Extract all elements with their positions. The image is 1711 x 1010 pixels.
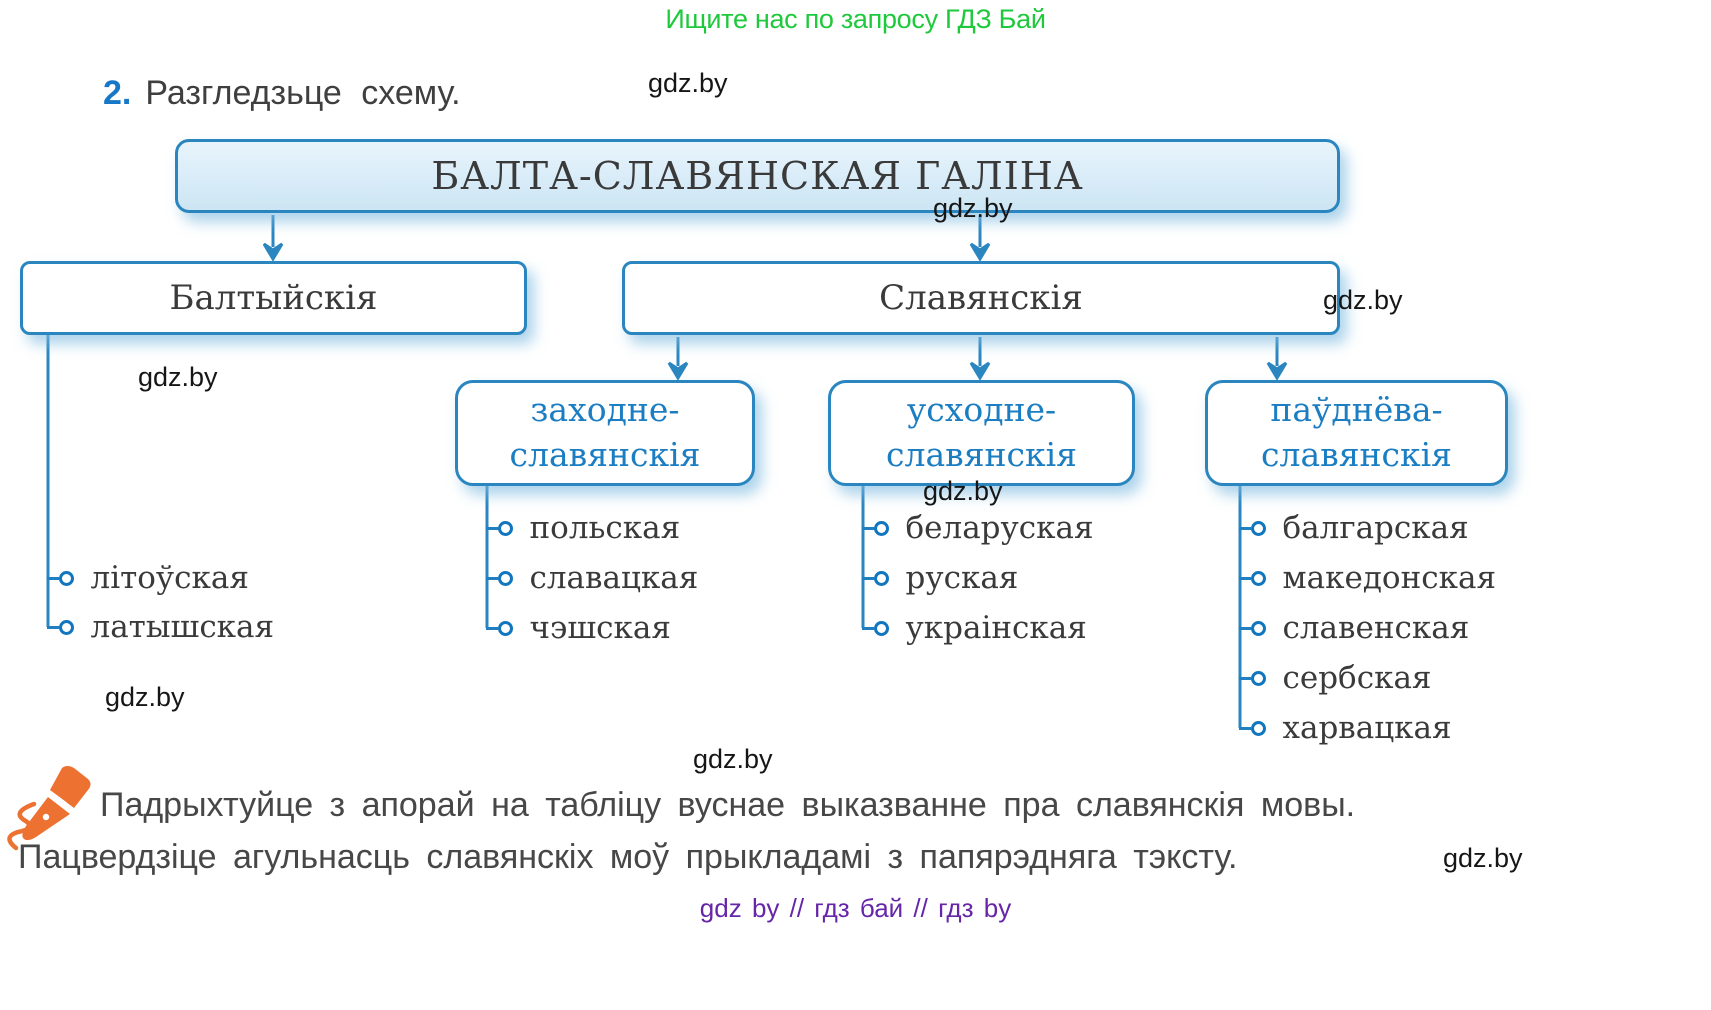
watermark: gdz.by bbox=[1323, 285, 1403, 315]
list-item-language: польская bbox=[485, 510, 681, 546]
group-label-line1: паўднёва- bbox=[1270, 390, 1443, 430]
list-item-language: харвацкая bbox=[1238, 710, 1452, 746]
list-item-language: латышская bbox=[46, 609, 275, 645]
language-label: латышская bbox=[90, 609, 275, 645]
task-number: 2. bbox=[103, 74, 132, 112]
watermark: gdz.by bbox=[648, 68, 728, 98]
list-item-language: беларуская bbox=[861, 510, 1094, 546]
list-item-language: сербская bbox=[1238, 660, 1432, 696]
list-item-language: балгарская bbox=[1238, 510, 1469, 546]
list-item-language: руская bbox=[861, 560, 1019, 596]
connector-tick bbox=[46, 625, 59, 629]
bullet-circle-icon bbox=[873, 620, 889, 636]
bullet-circle-icon bbox=[58, 570, 74, 586]
group-box-east-slavic: усходне- славянскія bbox=[828, 380, 1135, 486]
connector-tick bbox=[861, 526, 874, 530]
list-item-language: славенская bbox=[1238, 610, 1470, 646]
bullet-circle-icon bbox=[1250, 670, 1266, 686]
exercise-line-1: Падрыхтуйце з апорай на табліцу вуснае в… bbox=[100, 786, 1356, 824]
group-label-line2: славянскія bbox=[509, 435, 701, 474]
promo-banner: Ищите нас по запросу ГДЗ Бай bbox=[665, 4, 1046, 34]
list-item-language: македонская bbox=[1238, 560, 1497, 596]
arrow-down-icon bbox=[667, 337, 689, 381]
task-heading: 2. Разгледзьце схему. bbox=[103, 74, 461, 113]
connector-tick bbox=[861, 626, 874, 630]
group-label-line1: заходне- bbox=[530, 390, 680, 430]
bullet-circle-icon bbox=[497, 520, 513, 536]
watermark: gdz.by bbox=[693, 744, 773, 774]
language-label: сербская bbox=[1282, 660, 1432, 696]
connector-tick bbox=[1238, 676, 1251, 680]
connector-tick bbox=[485, 626, 498, 630]
bullet-circle-icon bbox=[1250, 720, 1266, 736]
language-label: македонская bbox=[1282, 560, 1497, 596]
footer-search-terms: gdz by // гдз бай // гдз by bbox=[699, 893, 1012, 923]
bullet-circle-icon bbox=[1250, 570, 1266, 586]
bullet-circle-icon bbox=[58, 619, 74, 635]
arrow-down-icon bbox=[969, 215, 991, 262]
connector-tick bbox=[1238, 626, 1251, 630]
language-label: славенская bbox=[1282, 610, 1470, 646]
language-label: украінская bbox=[905, 610, 1087, 646]
group-box-west-slavic: заходне- славянскія bbox=[455, 380, 755, 486]
list-item-language: украінская bbox=[861, 610, 1087, 646]
watermark: gdz.by bbox=[138, 362, 218, 392]
bullet-circle-icon bbox=[1250, 620, 1266, 636]
group-box-south-slavic: паўднёва- славянскія bbox=[1205, 380, 1508, 486]
group-box-label: усходне- славянскія bbox=[886, 388, 1077, 477]
connector-tick bbox=[485, 576, 498, 580]
language-label: балгарская bbox=[1282, 510, 1469, 546]
branch-box-label: Балтыйскія bbox=[169, 278, 378, 318]
language-label: літоўская bbox=[90, 560, 249, 596]
branch-box-baltic: Балтыйскія bbox=[20, 261, 527, 335]
group-label-line2: славянскія bbox=[886, 435, 1077, 474]
connector-tick bbox=[861, 576, 874, 580]
root-box-label: БАЛТА-СЛАВЯНСКАЯ ГАЛІНА bbox=[431, 154, 1084, 198]
watermark: gdz.by bbox=[923, 476, 1003, 506]
root-box-balto-slavic: БАЛТА-СЛАВЯНСКАЯ ГАЛІНА bbox=[175, 139, 1340, 213]
list-item-language: чэшская bbox=[485, 610, 671, 646]
bullet-circle-icon bbox=[497, 620, 513, 636]
task-text: Разгледзьце схему. bbox=[145, 74, 461, 112]
connector-tick bbox=[1238, 576, 1251, 580]
bullet-circle-icon bbox=[1250, 520, 1266, 536]
arrow-down-icon bbox=[969, 337, 991, 381]
exercise-line-2: Пацвердзіце агульнасць славянскіх моў пр… bbox=[18, 838, 1238, 876]
list-item-language: літоўская bbox=[46, 560, 249, 596]
connector-tick bbox=[46, 576, 59, 580]
watermark: gdz.by bbox=[105, 682, 185, 712]
language-label: беларуская bbox=[905, 510, 1094, 546]
watermark: gdz.by bbox=[1443, 843, 1523, 873]
branch-box-label: Славянскія bbox=[879, 278, 1083, 318]
group-label-line2: славянскія bbox=[1261, 435, 1452, 474]
bullet-circle-icon bbox=[873, 570, 889, 586]
bullet-circle-icon bbox=[497, 570, 513, 586]
language-label: руская bbox=[905, 560, 1019, 596]
list-item-language: славацкая bbox=[485, 560, 699, 596]
branch-box-slavic: Славянскія bbox=[622, 261, 1340, 335]
arrow-down-icon bbox=[1266, 337, 1288, 381]
watermark: gdz.by bbox=[933, 193, 1013, 223]
language-label: славацкая bbox=[529, 560, 699, 596]
connector-tick bbox=[485, 526, 498, 530]
connector-tick bbox=[1238, 526, 1251, 530]
connector-tick bbox=[1238, 726, 1251, 730]
language-label: польская bbox=[529, 510, 681, 546]
bullet-circle-icon bbox=[873, 520, 889, 536]
group-box-label: заходне- славянскія bbox=[510, 388, 701, 477]
pen-icon bbox=[7, 766, 91, 851]
arrow-down-icon bbox=[262, 215, 284, 262]
group-box-label: паўднёва- славянскія bbox=[1261, 388, 1452, 477]
language-label: харвацкая bbox=[1282, 710, 1452, 746]
language-label: чэшская bbox=[529, 610, 671, 646]
group-label-line1: усходне- bbox=[906, 390, 1057, 430]
